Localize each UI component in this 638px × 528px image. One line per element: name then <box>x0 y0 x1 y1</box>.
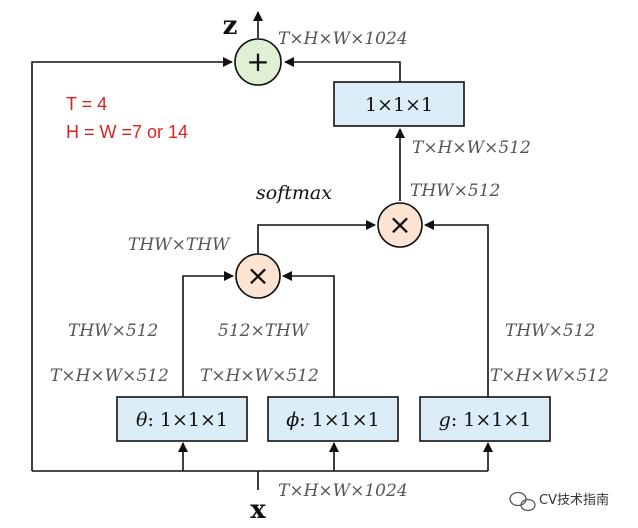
svg-text:θ: 1×1×1: θ: 1×1×1 <box>136 409 228 431</box>
theta-symbol: θ <box>136 409 148 431</box>
out-dim-label: T×H×W×512 <box>412 138 531 158</box>
softmax-label: softmax <box>256 182 332 204</box>
watermark: CV技术指南 <box>509 491 609 512</box>
phi-reshape-label: 512×THW <box>218 321 310 341</box>
input-dim-label: T×H×W×1024 <box>278 481 408 501</box>
box-phi: ϕ: 1×1×1 <box>267 396 399 442</box>
output-dim-label: T×H×W×1024 <box>278 29 408 49</box>
connectors <box>31 11 493 490</box>
g-symbol: g <box>439 409 451 431</box>
box-theta: θ: 1×1×1 <box>116 396 248 442</box>
note-hw: H = W =7 or 14 <box>66 122 188 142</box>
add-operator: + <box>234 38 282 86</box>
theta-dim-label: T×H×W×512 <box>50 366 169 386</box>
add-icon: + <box>246 45 269 78</box>
watermark-text: CV技术指南 <box>539 492 609 508</box>
product-dim-label: THW×512 <box>410 181 500 201</box>
theta-to-mult1 <box>182 271 234 397</box>
g-dim-label: T×H×W×512 <box>490 366 609 386</box>
multiply-operator-2: × <box>377 202 423 248</box>
mult1-to-mult2 <box>257 220 376 254</box>
phi-symbol: ϕ <box>286 409 299 431</box>
multiply-icon: × <box>388 208 411 241</box>
phi-dim-label: T×H×W×512 <box>200 366 319 386</box>
multiply-operator-1: × <box>235 253 281 299</box>
out-to-add <box>284 57 401 82</box>
g-to-mult2 <box>424 220 489 397</box>
phi-kernel-label: : 1×1×1 <box>299 409 380 431</box>
affinity-dim-label: THW×THW <box>128 235 231 255</box>
g-reshape-label: THW×512 <box>505 321 595 341</box>
phi-to-mult1 <box>282 271 335 397</box>
input-variable-x: x <box>250 495 266 525</box>
out-kernel-label: 1×1×1 <box>365 94 433 116</box>
multiply-icon: × <box>246 259 269 292</box>
wechat-icon <box>509 491 536 512</box>
box-g: g: 1×1×1 <box>419 396 551 442</box>
theta-kernel-label: : 1×1×1 <box>147 409 228 431</box>
note-t: T = 4 <box>66 94 107 114</box>
output-variable-z: z <box>223 11 238 41</box>
box-out: 1×1×1 <box>333 81 465 127</box>
residual-path <box>31 57 233 471</box>
theta-reshape-label: THW×512 <box>68 321 158 341</box>
svg-text:g: 1×1×1: g: 1×1×1 <box>439 409 532 431</box>
g-kernel-label: : 1×1×1 <box>451 409 532 431</box>
svg-text:ϕ: 1×1×1: ϕ: 1×1×1 <box>286 409 380 431</box>
